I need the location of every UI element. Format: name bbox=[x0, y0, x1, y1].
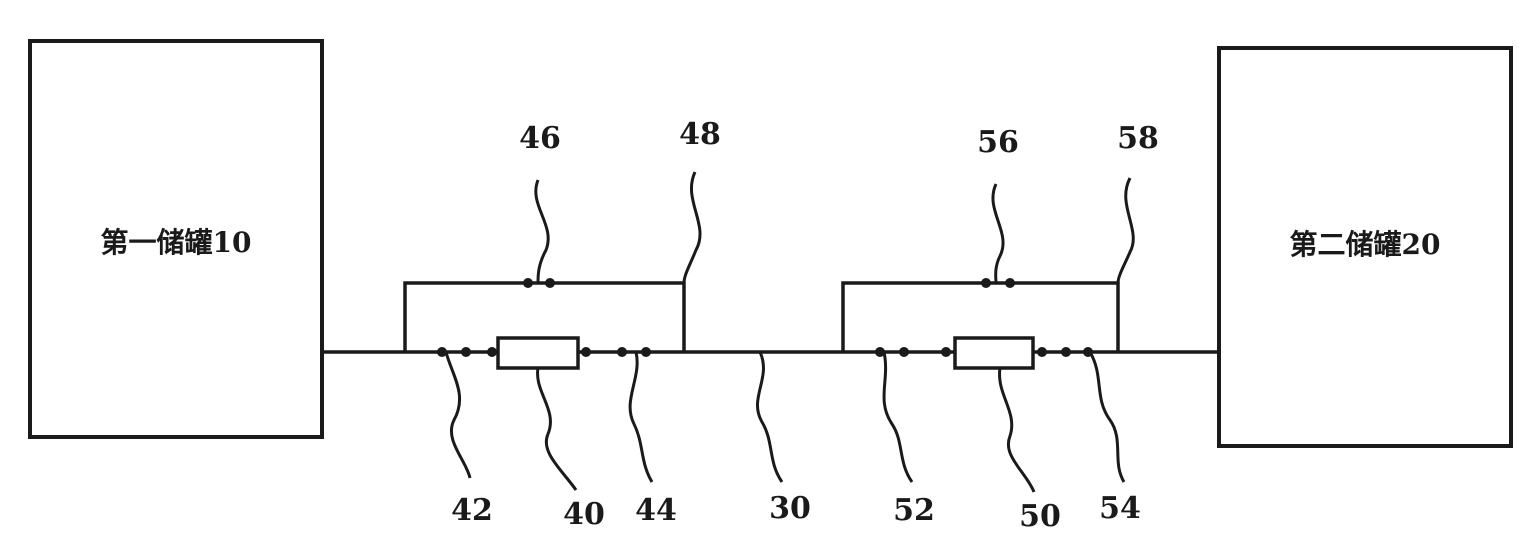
label-56: 56 bbox=[977, 125, 1019, 160]
label-52: 52 bbox=[893, 493, 935, 528]
valve-44 bbox=[617, 347, 651, 357]
label-54: 54 bbox=[1099, 491, 1141, 526]
leader-48 bbox=[682, 171, 702, 284]
leader-56 bbox=[991, 183, 1005, 284]
device-40 bbox=[496, 336, 580, 370]
label-30: 30 bbox=[769, 491, 811, 526]
leader-58 bbox=[1116, 177, 1135, 284]
label-44: 44 bbox=[635, 493, 677, 528]
leader-30 bbox=[756, 351, 784, 483]
fitting-40-right bbox=[581, 347, 591, 357]
left-bypass-line bbox=[403, 281, 686, 352]
leader-42 bbox=[444, 351, 472, 479]
fitting-40-left bbox=[487, 347, 497, 357]
second-tank: 第二储罐20 bbox=[1217, 46, 1513, 448]
label-50: 50 bbox=[1019, 499, 1061, 534]
leader-50 bbox=[998, 367, 1036, 493]
leader-54 bbox=[1088, 351, 1126, 483]
valve-46 bbox=[523, 278, 555, 288]
device-50 bbox=[953, 336, 1035, 370]
leader-46 bbox=[534, 179, 550, 284]
first-tank-label: 第一储罐10 bbox=[101, 226, 252, 259]
fitting-50-left bbox=[941, 347, 951, 357]
first-tank: 第一储罐10 bbox=[28, 39, 324, 439]
leader-40 bbox=[536, 367, 578, 491]
valve-52 bbox=[875, 347, 909, 357]
label-48: 48 bbox=[679, 117, 721, 152]
label-40: 40 bbox=[563, 497, 605, 532]
valve-56 bbox=[981, 278, 1015, 288]
second-tank-label: 第二储罐20 bbox=[1290, 228, 1441, 261]
fitting-50-right bbox=[1037, 347, 1047, 357]
valve-42 bbox=[437, 347, 471, 357]
label-42: 42 bbox=[451, 493, 493, 528]
right-bypass-line bbox=[841, 281, 1120, 352]
label-46: 46 bbox=[519, 121, 561, 156]
leader-52 bbox=[882, 351, 914, 483]
leader-44 bbox=[628, 351, 654, 483]
label-58: 58 bbox=[1117, 121, 1159, 156]
